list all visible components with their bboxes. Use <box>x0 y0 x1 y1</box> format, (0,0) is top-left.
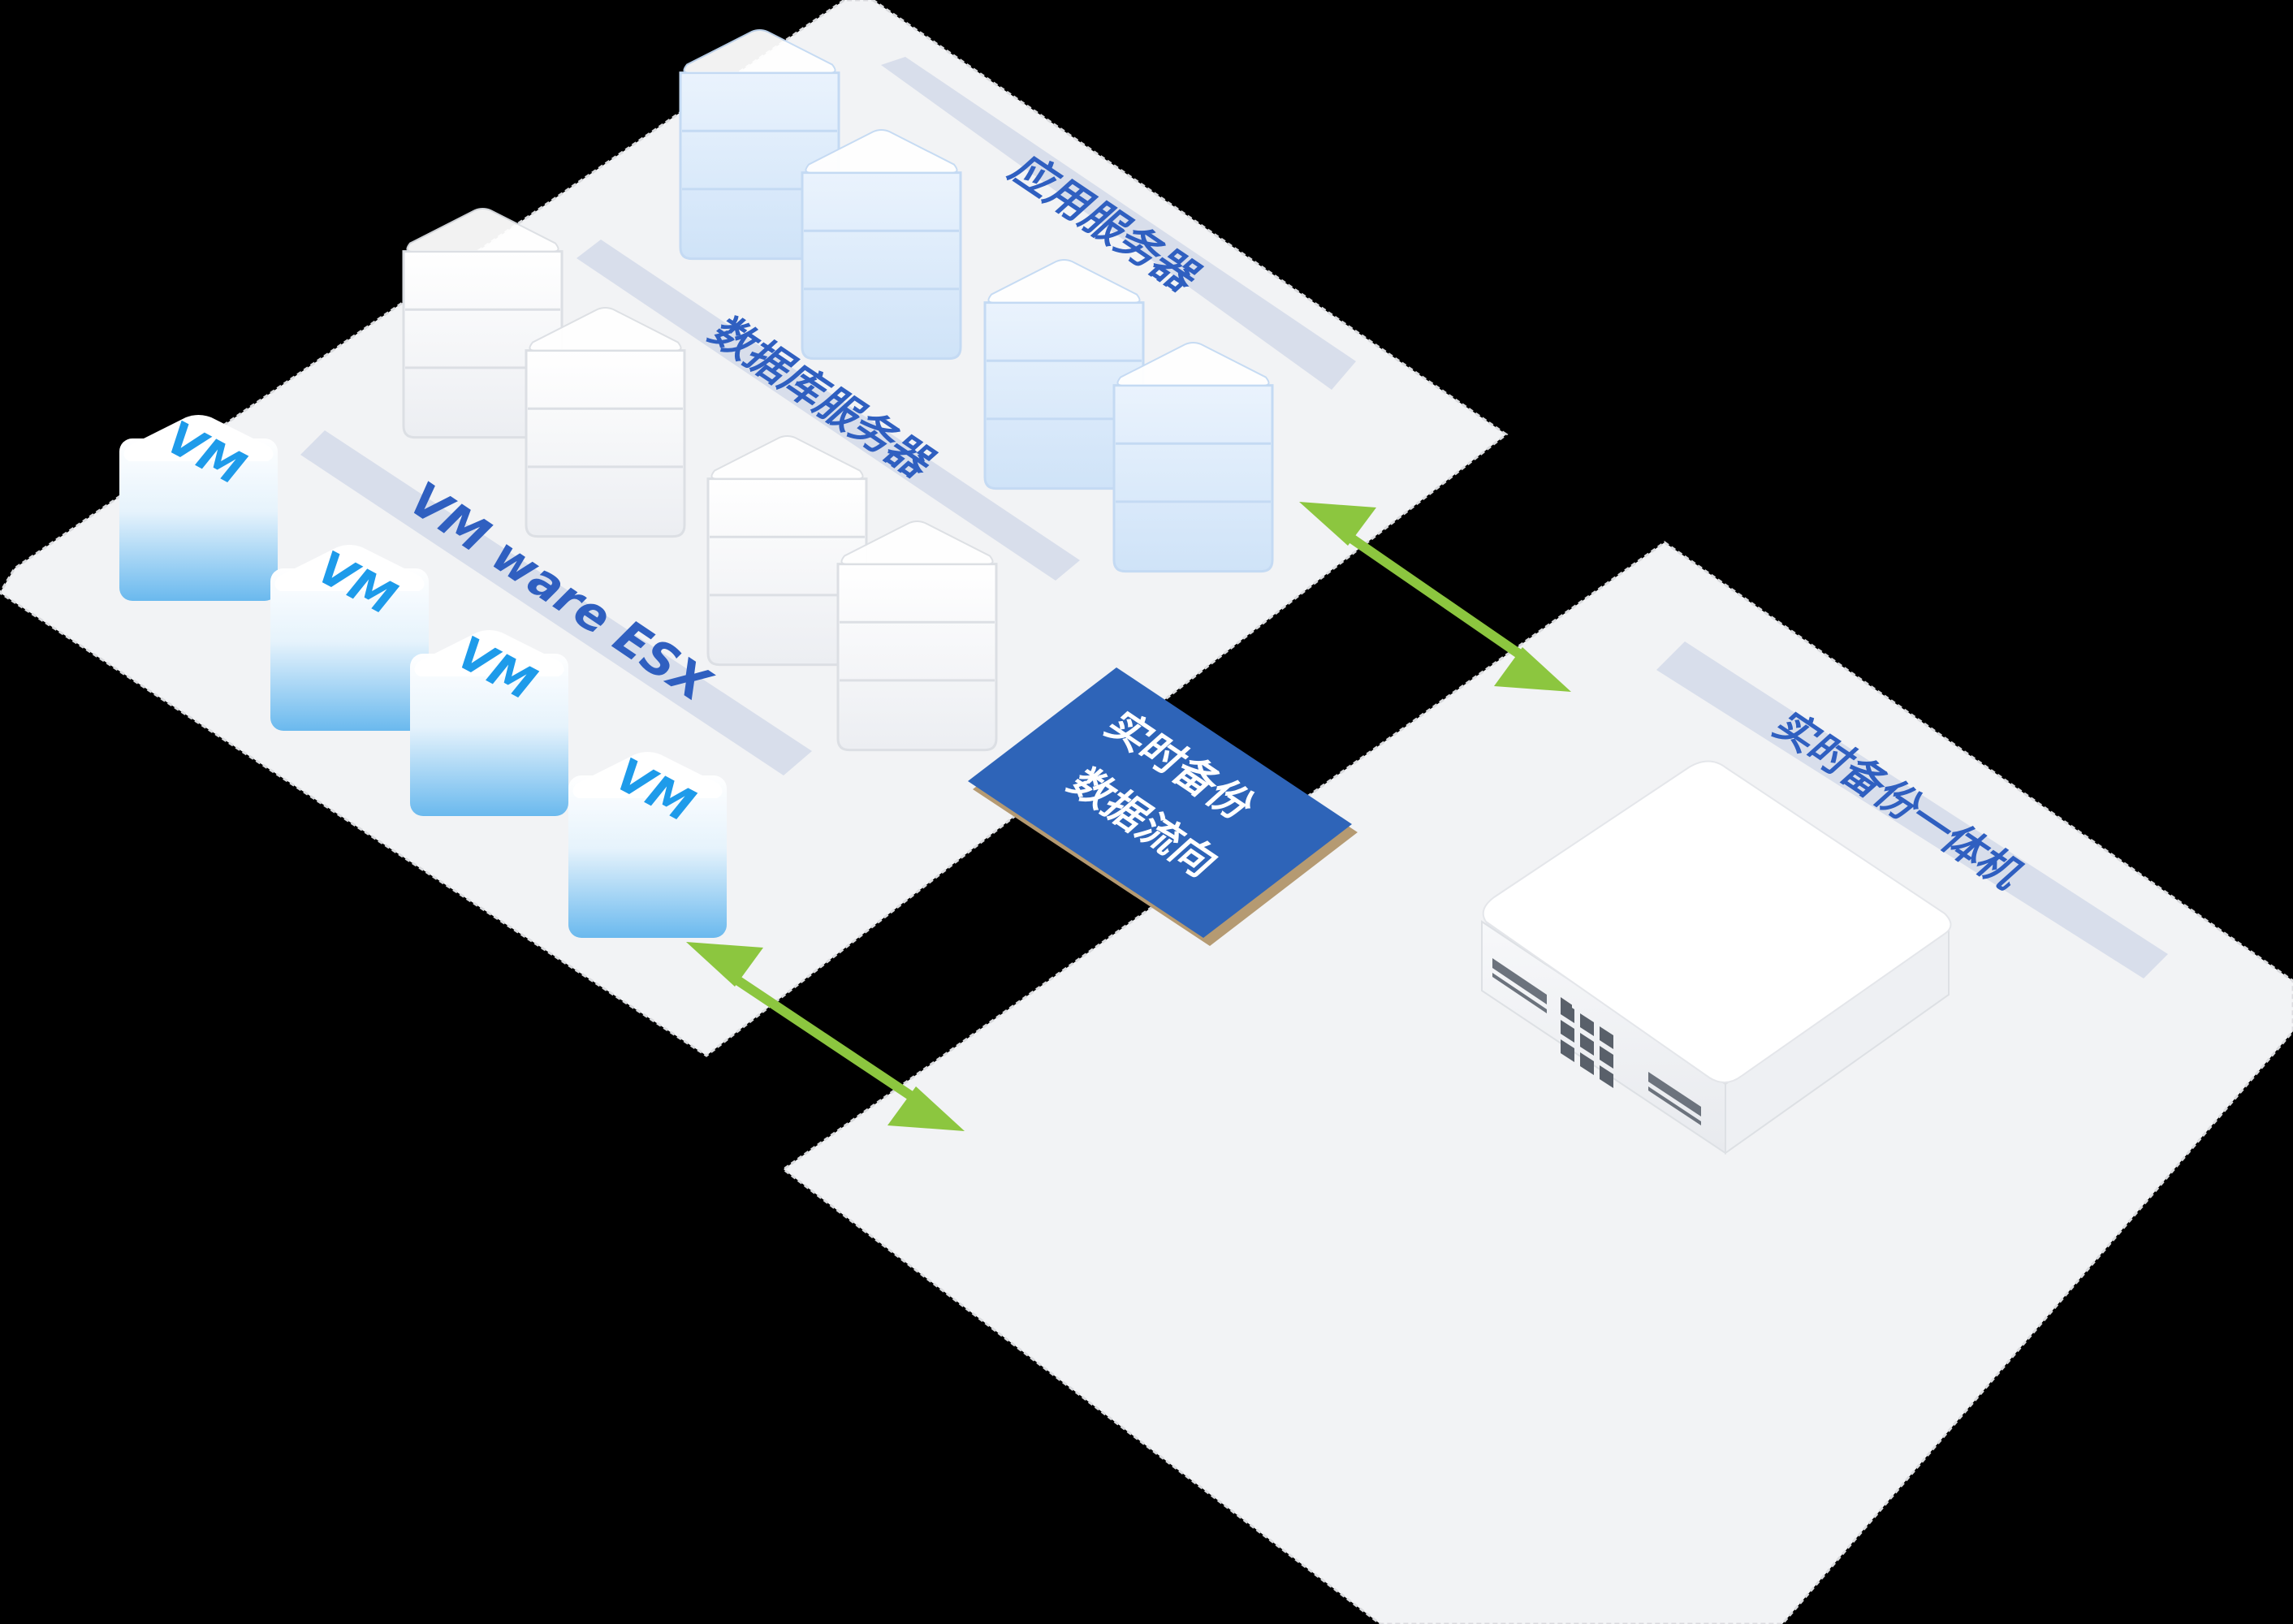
appliance-port <box>1580 1013 1594 1036</box>
server-stack-icon <box>801 129 962 361</box>
appliance-port <box>1561 1039 1574 1062</box>
appliance-port <box>1600 1046 1613 1069</box>
server-stack-icon <box>1112 342 1274 573</box>
label-band-app <box>881 57 1356 390</box>
vm-cube-icon: VM <box>568 749 727 938</box>
appliance-port <box>1561 1000 1574 1023</box>
appliance-port <box>1561 1020 1574 1043</box>
double-arrow-icon <box>686 942 965 1131</box>
label-band-db <box>576 240 1080 581</box>
backup-appliance-icon <box>1481 760 1952 1155</box>
appliance-port <box>1580 1033 1594 1056</box>
server-stack-icon <box>836 520 998 752</box>
server-stack-icon <box>525 307 686 538</box>
appliance-port <box>1600 1026 1613 1049</box>
double-arrow-icon <box>1299 502 1571 692</box>
label-band-backup <box>1656 641 2168 978</box>
vm-cube-icon: VM <box>119 412 278 601</box>
server-group <box>402 29 1274 752</box>
server-stack-icon <box>679 29 840 261</box>
vm-cube-icon: VM <box>270 542 429 731</box>
server-stack-icon <box>983 259 1145 490</box>
data-flow-box: 实时备份 数据流向 <box>968 667 1358 946</box>
vm-cube-icon: VM <box>410 627 568 816</box>
appliance-port <box>1580 1052 1594 1075</box>
appliance-port <box>1600 1065 1613 1088</box>
label-band-vm <box>300 430 812 775</box>
